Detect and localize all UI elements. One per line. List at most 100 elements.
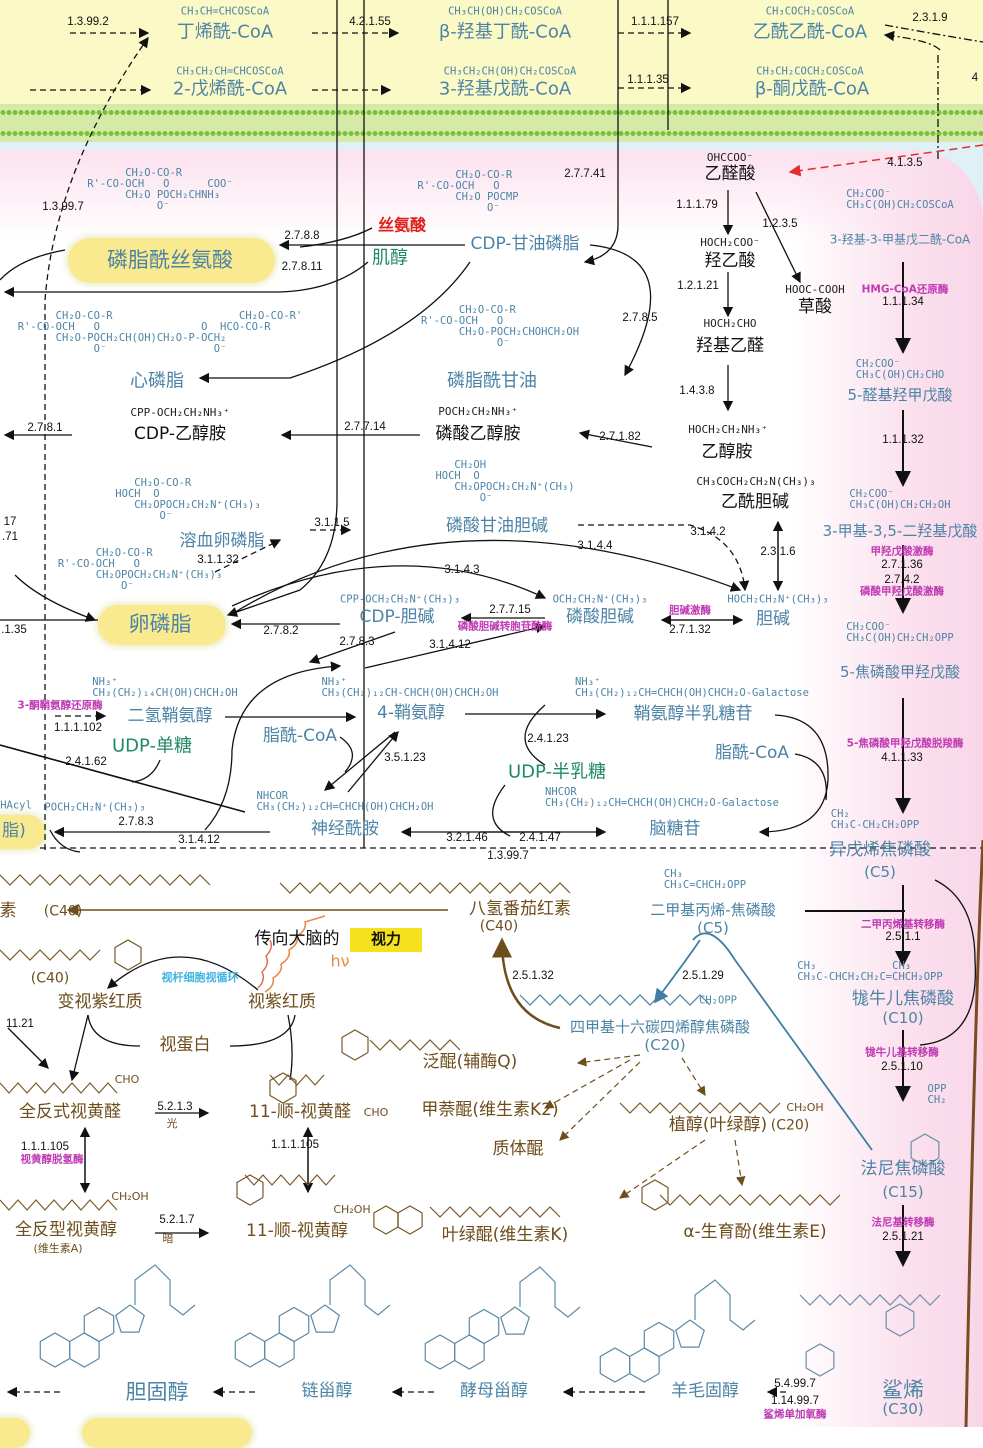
annotation-label: (C40): [43, 903, 83, 920]
isoprenoid-chain: [0, 1082, 118, 1094]
ec-number-label: 5.2.1.7: [159, 1213, 195, 1226]
ring-structure: [397, 1205, 423, 1235]
compound-label: 脂): [2, 821, 26, 842]
enzyme-name-label: 3-酮鞘氨醇还原酶: [17, 699, 103, 712]
isoprenoid-chain: [0, 1199, 118, 1211]
compound-label: 脂酰-CoA: [714, 743, 790, 764]
compound-label: 磷酸胆碱: [566, 607, 634, 628]
ec-number-label: 1.1.1.102: [54, 721, 102, 734]
compound-label: 5-醛基羟甲戊酸: [847, 386, 953, 405]
structural-formula: CH₃COCH₂CH₂N(CH₃)₃: [696, 475, 816, 489]
enzyme-name-label: 磷酸甲羟戊酸激酶: [860, 585, 944, 598]
annotation-label: (维生素A): [33, 1242, 83, 1256]
structural-formula: CH₂ CH₃C-CH₂CH₂OPP: [830, 807, 920, 831]
annotation-label: 光: [166, 1117, 178, 1131]
annotation-label: (C5): [697, 919, 729, 938]
enzyme-name-label: 5-焦磷酸甲羟戊酸脱羧酶: [846, 737, 964, 750]
ring-structure: [500, 1306, 530, 1335]
compound-label: 羊毛固醇: [671, 1381, 739, 1402]
ec-number-label: 5.4.99.7: [774, 1377, 816, 1390]
ec-number-label: 2.3.1.9: [912, 11, 948, 24]
ec-number-label: 3.1.1.5: [314, 516, 350, 529]
compound-label: 酵母甾醇: [460, 1381, 528, 1402]
ec-number-label: 1.1.1.32: [882, 433, 924, 446]
structural-formula: CH₂COO⁻ CH₃C(OH)CH₂COSCoA: [846, 187, 954, 211]
enzyme-name-label: 法尼基转移酶: [871, 1216, 935, 1229]
enzyme-name-label: 牻牛儿基转移酶: [865, 1046, 939, 1059]
ec-number-label: 2.5.1.32: [512, 969, 554, 982]
ring-structure: [269, 1072, 297, 1104]
ec-number-label: 4.1.3.5: [887, 156, 923, 169]
compound-label: β-酮戊酰-CoA: [754, 78, 870, 100]
compound-label: 丁烯酰-CoA: [176, 21, 274, 43]
ec-number-label: 2.7.4.2: [884, 573, 920, 586]
ring-structure: [468, 1308, 500, 1345]
structural-formula: POCH₂CH₂N⁺(CH₃)₃: [44, 801, 146, 814]
compound-label: 草酸: [798, 297, 832, 318]
ec-number-label: 1.1.1.79: [676, 198, 718, 211]
phosphatidylserine-pill: [68, 238, 275, 283]
isoprenoid-chain: [0, 874, 211, 886]
compound-label: 叶绿醌(维生素K): [441, 1225, 569, 1246]
ec-number-label: .1.35: [1, 623, 27, 636]
compound-label: 牻牛儿焦磷酸: [852, 989, 954, 1010]
ec-number-label: 2.7.8.3: [339, 635, 375, 648]
compound-label: 5-焦磷酸甲羟戊酸: [840, 663, 960, 682]
membrane-dots-top: [0, 109, 983, 116]
structural-formula: CH₂OH: [111, 1190, 149, 1204]
ring-structure: [805, 1343, 835, 1377]
compound-label: 异戊烯焦磷酸: [829, 840, 931, 861]
compound-label: 卵磷脂: [128, 611, 192, 636]
annotation-label: (C5): [864, 863, 896, 882]
mitochondrial-matrix-region: [0, 0, 983, 104]
structural-formula: OHCCOO⁻: [706, 151, 754, 165]
compound-label: α-生育酚(维生素E): [683, 1222, 827, 1243]
compound-label: 四甲基十六碳四烯醇焦磷酸: [569, 1018, 751, 1037]
ring-structure: [69, 1332, 100, 1368]
structural-formula: CPP-OCH₂CH₂NH₃⁺: [130, 406, 230, 420]
side-chain: [134, 1264, 196, 1316]
compound-label: 11-顺-视黄醇: [246, 1221, 348, 1242]
ring-structure: [83, 1306, 115, 1343]
compound-label: 胆碱: [756, 609, 790, 630]
isoprenoid-chain: [429, 1206, 561, 1218]
ec-number-label: 2.7.8.8: [284, 229, 320, 242]
ec-number-label: 4: [971, 71, 979, 84]
structural-formula: CHO: [114, 1073, 140, 1087]
ec-number-label: 2.7.8.3: [118, 815, 154, 828]
structural-formula: CH₂COO⁻ CH₃C(OH)CH₂CH₂OPP: [846, 620, 954, 644]
structural-formula: CH₂OH: [786, 1101, 824, 1115]
compound-label: β-羟基丁酰-CoA: [438, 21, 572, 43]
structural-formula: CH₃COCH₂COSCoA: [765, 5, 855, 18]
structural-formula: CH₂OH: [333, 1203, 371, 1217]
ec-number-label: 1.3.99.7: [42, 200, 84, 213]
compound-label: 泛醌(辅酶Q): [422, 1052, 518, 1073]
structural-formula: CHO: [363, 1106, 389, 1120]
ec-number-label: 2.4.1.62: [65, 755, 107, 768]
ec-number-label: 1.3.99.7: [487, 849, 529, 862]
compound-label: 全反式视黄醛: [19, 1102, 121, 1123]
side-chain: [519, 1266, 581, 1318]
structural-formula: HOCH₂CHO: [703, 317, 757, 331]
compound-label: 视紫红质: [248, 992, 316, 1013]
ec-number-label: 2.7.8.11: [281, 260, 323, 273]
ec-number-label: 2.5.1.10: [881, 1060, 923, 1073]
compound-label: CDP-乙醇胺: [134, 424, 226, 445]
compound-label: 乙酰胆碱: [721, 492, 789, 513]
compound-label: 脑糖苷: [649, 819, 701, 840]
ec-number-label: 2.4.1.23: [527, 732, 569, 745]
ec-number-label: 2.7.8.5: [622, 311, 658, 324]
structural-formula: HOCH₂COO⁻: [700, 236, 760, 250]
compound-label: 3-甲基-3,5-二羟基戊酸: [822, 522, 978, 541]
structural-formula: CH₂OPP: [699, 994, 737, 1007]
ring-structure: [454, 1334, 485, 1370]
structural-formula: CH₂O-CO-R HOCH O CH₂OPOCH₂CH₂N⁺(CH₃)₃ O⁻: [115, 476, 261, 523]
ring-structure: [115, 1304, 145, 1333]
ec-number-label: 2.7.7.15: [489, 603, 531, 616]
ec-number-label: 2.3.1.6: [760, 545, 796, 558]
ec-number-label: 3.2.1.46: [446, 831, 488, 844]
compound-label: 脂酰-CoA: [262, 726, 338, 747]
partial-pill: [0, 815, 45, 849]
compound-label: UDP-半乳糖: [508, 761, 606, 783]
structural-formula: NH₃⁺ CH₃(CH₂)₁₄CH(OH)CHCH₂OH: [92, 675, 238, 699]
